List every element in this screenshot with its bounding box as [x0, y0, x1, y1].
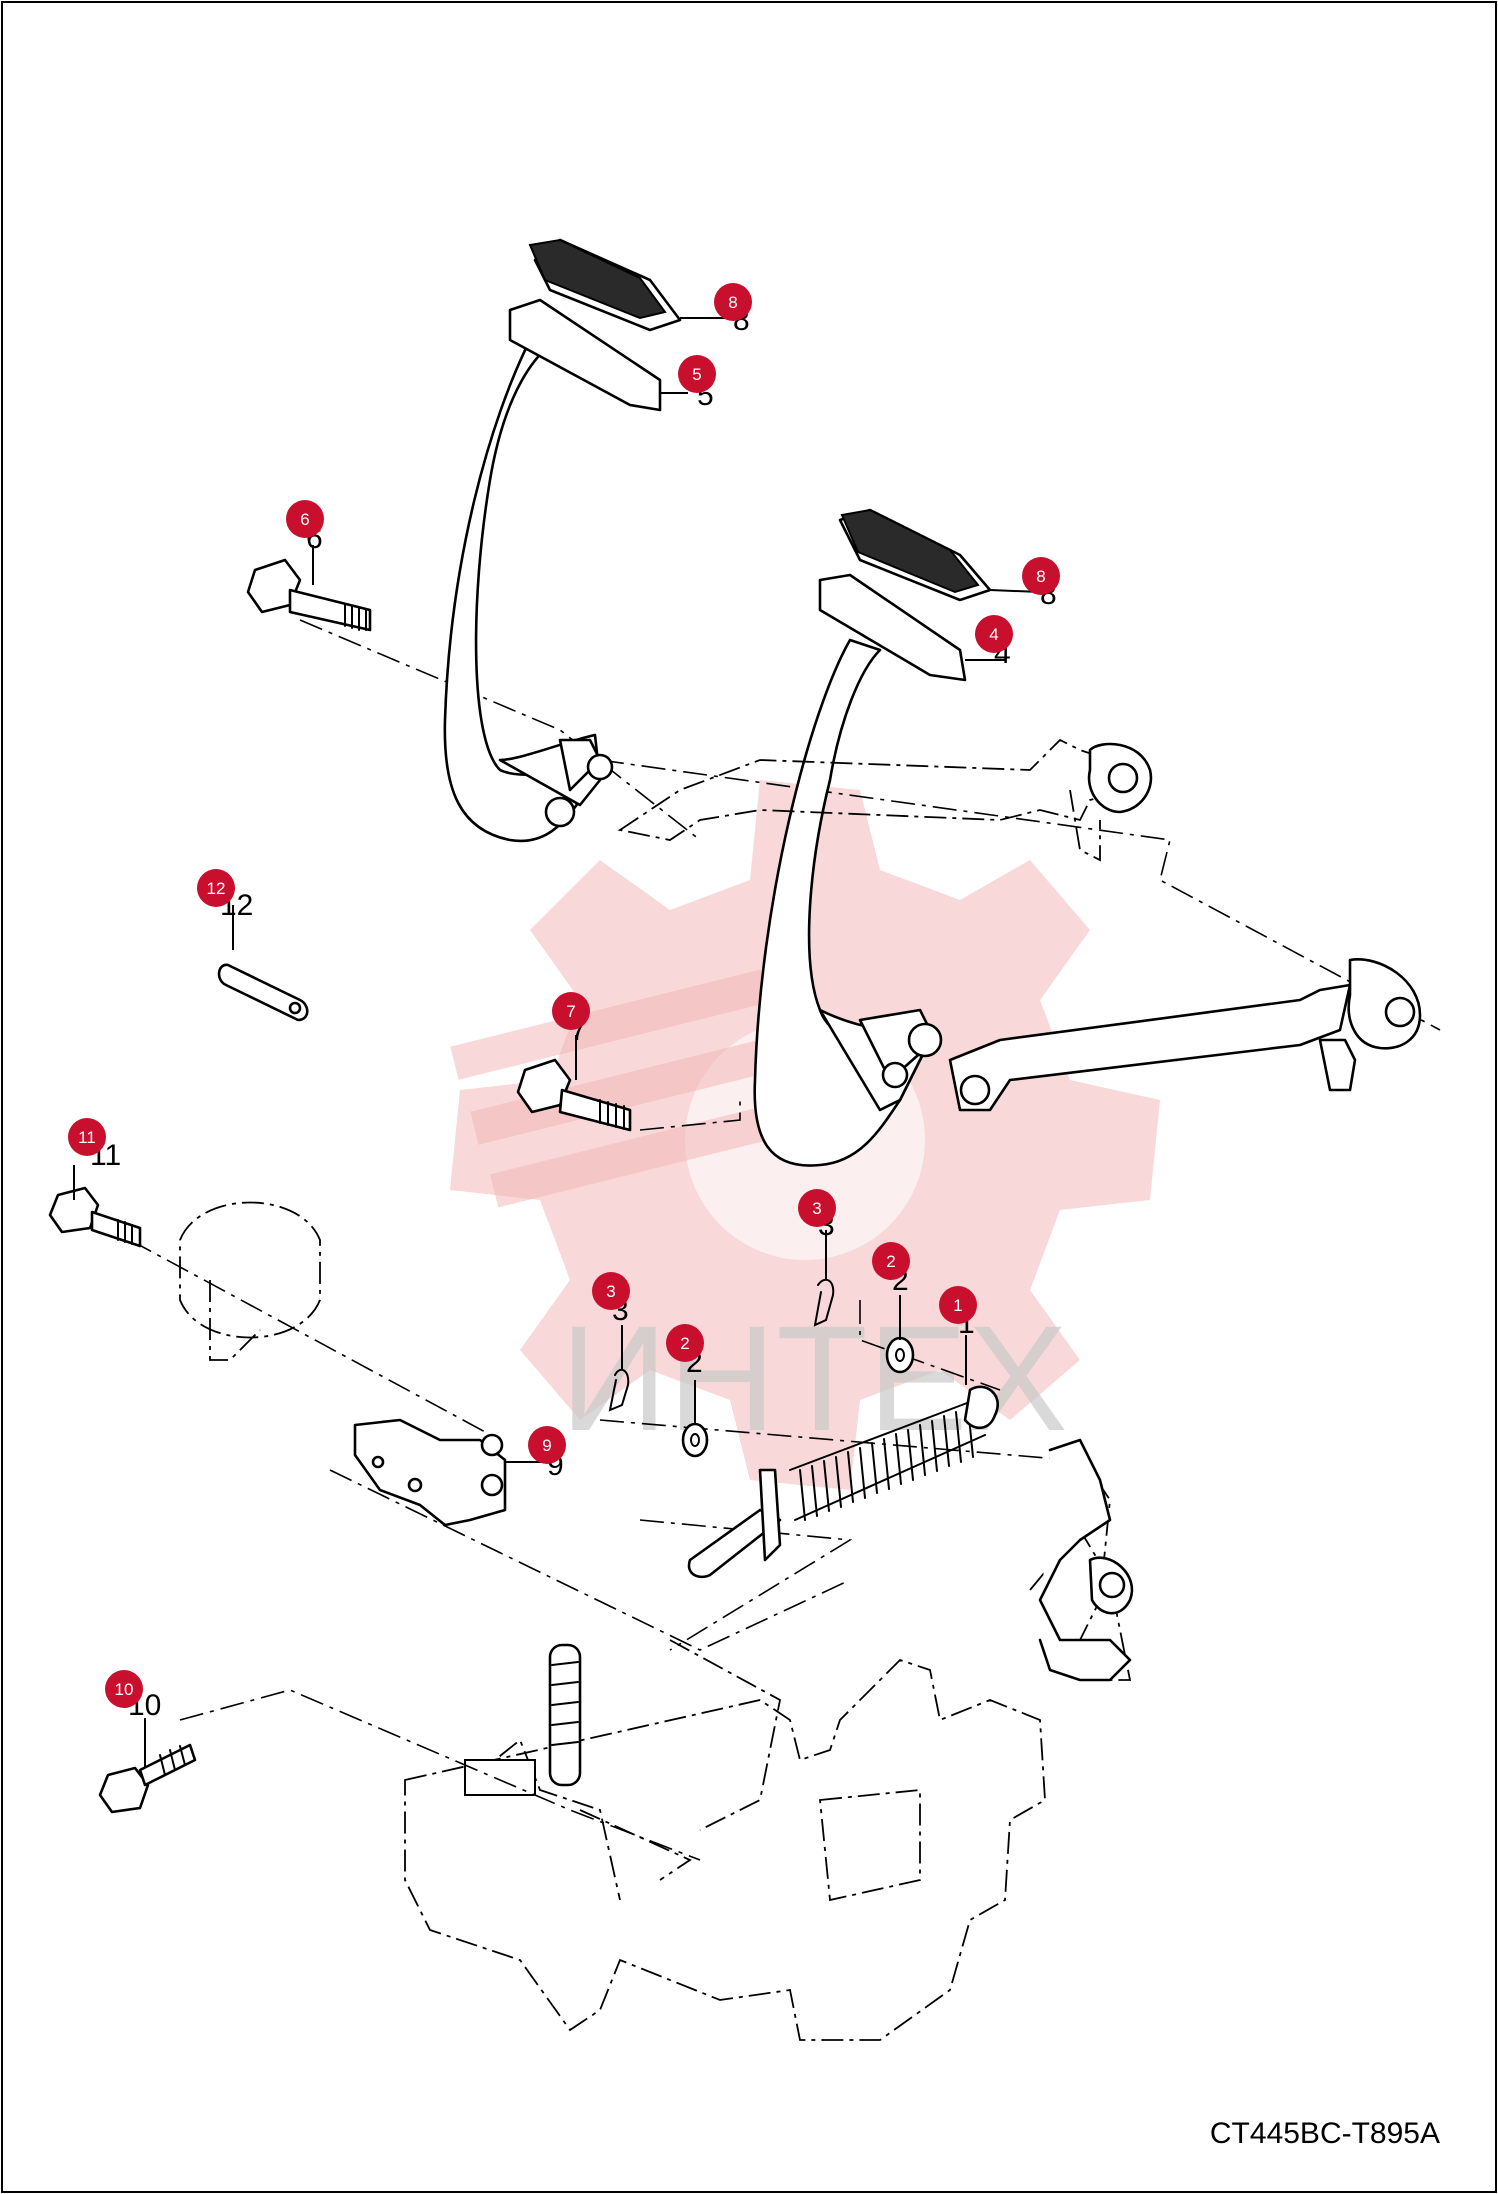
- frame-stud: [548, 1643, 582, 1787]
- svg-text:12: 12: [207, 879, 226, 898]
- assembly-axes: [129, 619, 1441, 1861]
- bolt-11: [48, 1186, 142, 1248]
- svg-text:8: 8: [1036, 567, 1045, 586]
- svg-text:11: 11: [78, 1128, 96, 1147]
- washer-2b: [885, 1336, 915, 1374]
- callout-2-left: 2 2: [666, 1324, 704, 1379]
- svg-text:5: 5: [692, 365, 701, 384]
- svg-text:1: 1: [953, 1296, 962, 1315]
- bolt-10: [98, 1743, 197, 1814]
- callout-8-top: 8 8: [714, 283, 752, 337]
- callout-10: 10 10: [105, 1670, 161, 1722]
- callout-2-right: 2 2: [872, 1242, 910, 1297]
- svg-text:2: 2: [886, 1252, 895, 1271]
- callout-7: 7 7: [552, 992, 590, 1047]
- callout-6: 6 6: [286, 500, 324, 555]
- svg-text:4: 4: [989, 625, 998, 644]
- svg-text:3: 3: [606, 1282, 615, 1301]
- svg-text:9: 9: [542, 1436, 551, 1455]
- hair-clip-3a: [608, 1368, 630, 1412]
- callout-5: 5 5: [678, 355, 716, 412]
- svg-text:3: 3: [812, 1199, 821, 1218]
- callout-4: 4 4: [975, 615, 1013, 670]
- svg-text:6: 6: [300, 510, 309, 529]
- washer-2a: [681, 1422, 709, 1458]
- callout-12: 12 12: [197, 869, 253, 922]
- pedal-arm-left: [443, 238, 682, 843]
- svg-text:8: 8: [728, 293, 737, 312]
- clevis-pin-12: [217, 963, 309, 1022]
- bracket-9: [353, 1418, 507, 1527]
- callout-3-left: 3 3: [592, 1272, 630, 1327]
- watermark-text: ИНТЕХ: [560, 1294, 1068, 1462]
- callouts: 8 8 5 5 6 6 8 8 4 4 12 12: [68, 283, 1060, 1722]
- pedal-arm-right: [753, 508, 992, 1167]
- bolt-6: [246, 558, 372, 632]
- hair-clip-3b: [813, 1278, 835, 1327]
- svg-text:7: 7: [566, 1002, 575, 1021]
- callout-3-right: 3 3: [798, 1189, 836, 1242]
- pedal-cross-shaft: [617, 738, 1422, 1112]
- callout-8-right: 8 8: [1022, 557, 1060, 611]
- callout-11: 11 11: [68, 1118, 121, 1172]
- svg-text:2: 2: [680, 1334, 689, 1353]
- callout-9: 9 9: [528, 1426, 566, 1482]
- bolt-7: [516, 1058, 632, 1132]
- return-spring-1: [687, 1385, 1134, 1682]
- spring-coils: [799, 1406, 974, 1521]
- drawing-code: CT445BC-T895A: [1210, 2117, 1440, 2150]
- svg-text:10: 10: [115, 1680, 134, 1699]
- callout-1: 1 1: [939, 1286, 977, 1340]
